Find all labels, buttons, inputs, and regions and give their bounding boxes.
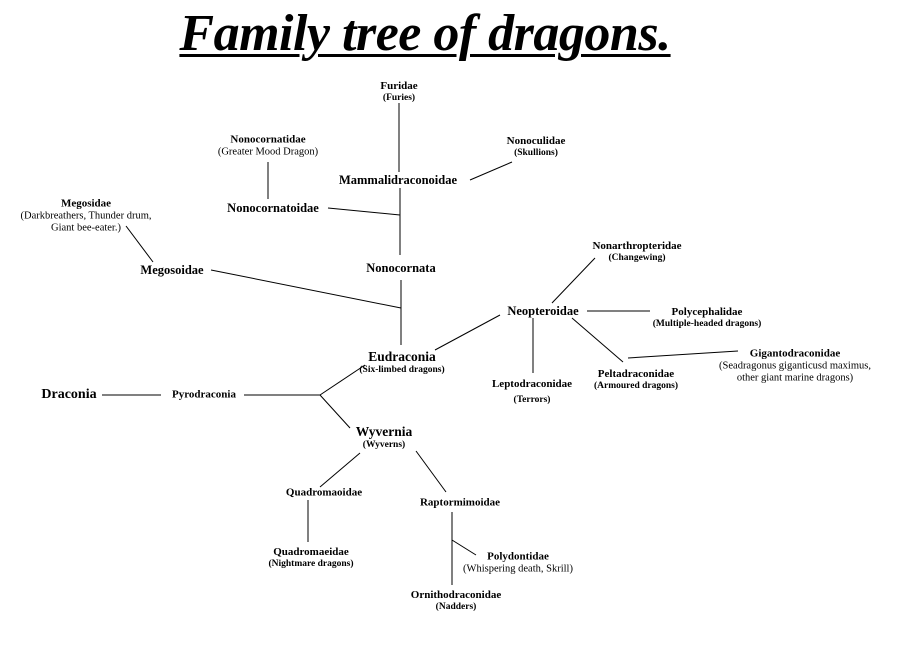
node-peltadraconidae: Peltadraconidae (Armoured dragons)	[593, 368, 679, 391]
edge	[319, 394, 351, 429]
node-polydontidae: Polydontidae (Whispering death, Skrill)	[463, 550, 573, 575]
node-ornithodraconidae: Ornithodraconidae (Nadders)	[410, 589, 502, 612]
node-gigantodraconidae: Gigantodraconidae (Seadragonus giganticu…	[719, 347, 871, 384]
node-furidae: Furidae (Furies)	[380, 80, 418, 103]
node-nonocornata: Nonocornata	[366, 260, 436, 275]
node-pyrodraconia: Pyrodraconia	[172, 388, 236, 401]
node-neopteroidae: Neopteroidae	[507, 303, 579, 318]
edge	[551, 257, 596, 304]
edge	[571, 317, 624, 363]
edge	[451, 539, 477, 556]
node-eudraconia: Eudraconia (Six-limbed dragons)	[359, 348, 445, 375]
node-polycephalidae: Polycephalidae (Multiple-headed dragons)	[652, 306, 762, 329]
edge	[319, 452, 361, 488]
node-nonocornatoidae: Nonocornatoidae	[227, 200, 319, 215]
node-wyvernia: Wyvernia (Wyverns)	[355, 423, 413, 450]
node-nonoculidae: Nonoculidae (Skullions)	[506, 135, 566, 158]
edge	[327, 207, 401, 216]
page-title: Family tree of dragons.	[179, 5, 671, 62]
node-nonocornatidae: Nonocornatidae (Greater Mood Dragon)	[217, 133, 319, 158]
edge	[415, 450, 447, 493]
edge	[125, 225, 154, 263]
node-megosoidae: Megosoidae	[140, 262, 204, 277]
node-leptodraconidae: Leptodraconidae (Terrors)	[491, 378, 573, 405]
node-nonarthropteridae: Nonarthropteridae (Changewing)	[592, 240, 682, 263]
edge	[434, 314, 501, 351]
node-mammalidraconoidae: Mammalidraconoidae	[338, 172, 458, 187]
edge	[469, 161, 513, 181]
edge	[319, 364, 366, 396]
edge	[627, 350, 739, 359]
edge	[210, 269, 402, 309]
node-quadromaoidae: Quadromaoidae	[285, 486, 363, 499]
node-megosidae: Megosidae (Darkbreathers, Thunder drum, …	[20, 197, 152, 234]
node-draconia: Draconia	[41, 386, 97, 402]
node-raptormimoidae: Raptormimoidae	[419, 496, 501, 509]
node-quadromaeidae: Quadromaeidae (Nightmare dragons)	[268, 546, 354, 569]
